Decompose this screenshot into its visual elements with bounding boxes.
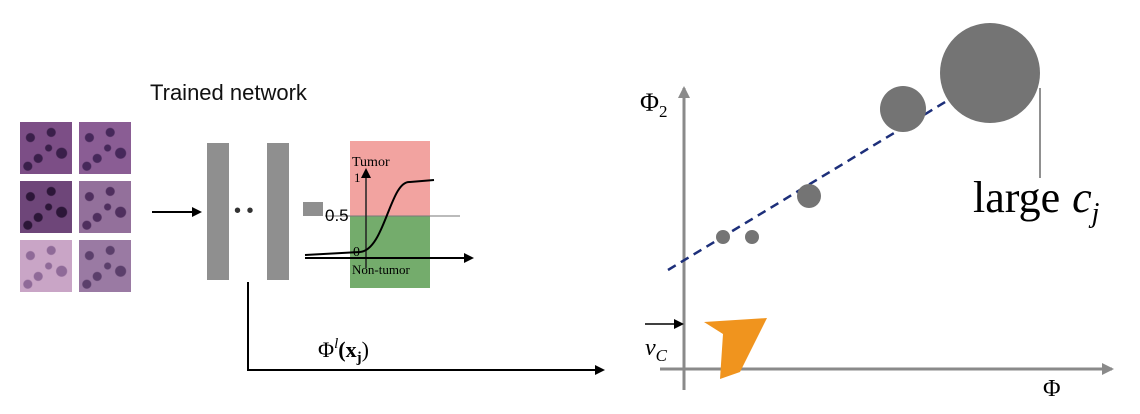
network-layer-last [267, 143, 289, 280]
data-point-5 [940, 23, 1040, 123]
histology-tile-4 [79, 181, 131, 233]
histology-tile-2 [79, 122, 131, 174]
tick-one-label: 1 [354, 170, 361, 185]
tick-half-label: 0.5 [325, 206, 349, 225]
tick-zero-label: 0 [353, 245, 360, 260]
network-layer-first [207, 143, 229, 280]
histology-tile-1 [20, 122, 72, 174]
layer-ellipsis: • • [234, 200, 254, 222]
histology-tile-6 [79, 240, 131, 292]
data-point-4 [880, 86, 926, 132]
concept-vector-arrow [704, 318, 767, 379]
trained-network-title: Trained network [150, 80, 307, 105]
data-point-1 [716, 230, 730, 244]
phi2-axis-label: Φ2 [640, 88, 668, 121]
data-point-2 [745, 230, 759, 244]
tumor-label: Tumor [352, 155, 390, 170]
non-tumor-label: Non-tumor [352, 262, 410, 277]
histology-tile-5 [20, 240, 72, 292]
histology-tile-3 [20, 181, 72, 233]
concept-vector-label: vC [645, 335, 668, 365]
output-unit [303, 202, 323, 216]
data-point-3 [797, 184, 821, 208]
feature-label: Φl(xj) [318, 336, 369, 366]
phi-axis-label: Φ [1043, 376, 1061, 402]
sigmoid-curve [304, 179, 435, 256]
tumor-region [350, 141, 430, 216]
feature-arrow [247, 282, 605, 375]
